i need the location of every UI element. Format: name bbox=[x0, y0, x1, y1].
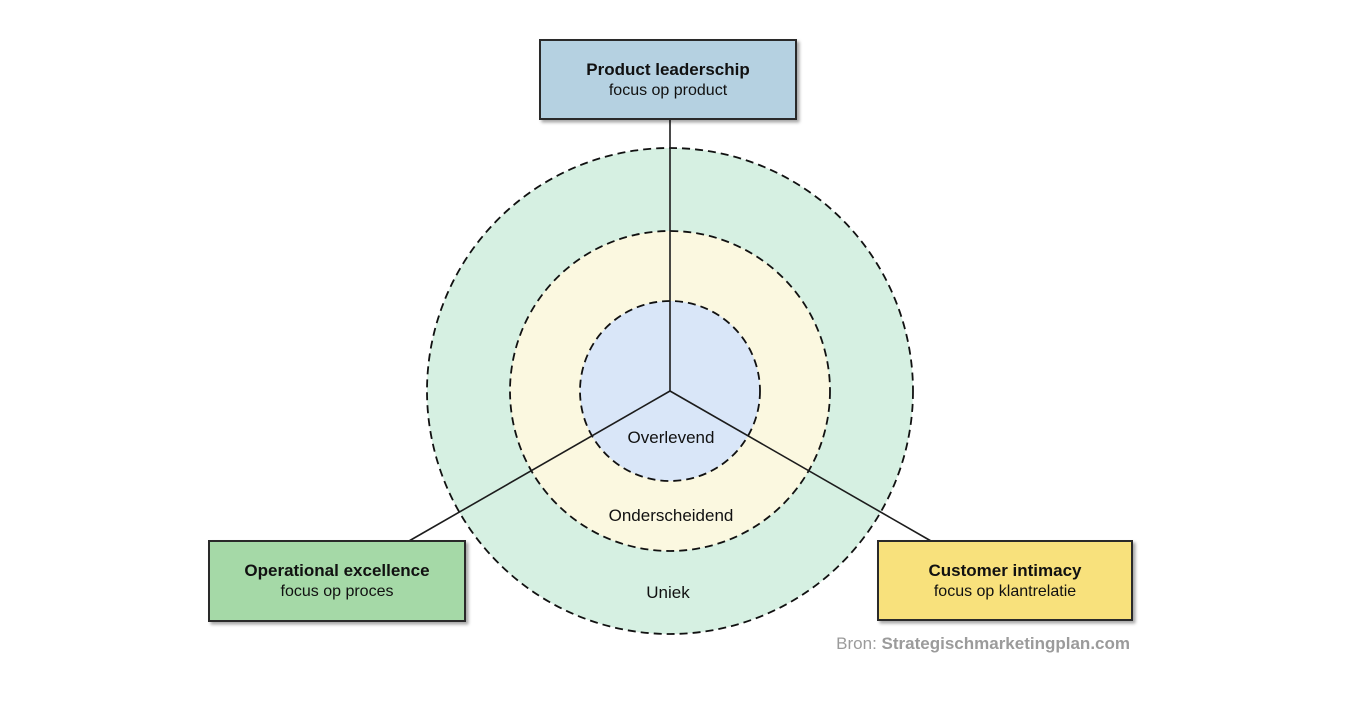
connector-line-customer bbox=[669, 390, 932, 542]
inner-ring-label: Overlevend bbox=[627, 428, 715, 447]
operational-excellence-title: Operational excellence bbox=[244, 561, 430, 580]
customer-intimacy-box: Customer intimacy focus op klantrelatie bbox=[877, 540, 1133, 621]
middle-ring-label: Onderscheidend bbox=[608, 506, 734, 525]
operational-excellence-subtitle: focus op proces bbox=[280, 583, 394, 600]
product-leadership-box: Product leaderschip focus op product bbox=[539, 39, 797, 120]
outer-ring-label: Uniek bbox=[646, 583, 690, 602]
product-leadership-title: Product leaderschip bbox=[586, 59, 750, 79]
attribution-source: Strategischmarketingplan.com bbox=[881, 634, 1130, 653]
source-attribution: Bron: Strategischmarketingplan.com bbox=[836, 634, 1130, 654]
attribution-prefix: Bron: bbox=[836, 634, 882, 653]
customer-intimacy-title: Customer intimacy bbox=[928, 560, 1082, 580]
customer-intimacy-subtitle: focus op klantrelatie bbox=[933, 582, 1077, 600]
product-leadership-subtitle: focus op product bbox=[608, 81, 728, 99]
connector-line-operational bbox=[408, 390, 671, 542]
operational-excellence-box: Operational excellence focus op proces bbox=[208, 540, 466, 622]
